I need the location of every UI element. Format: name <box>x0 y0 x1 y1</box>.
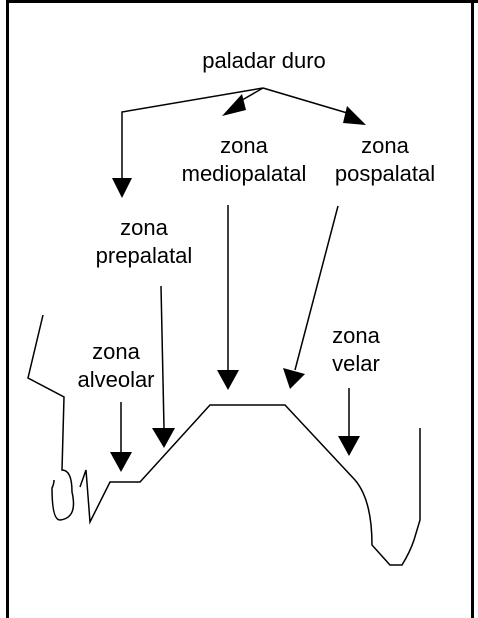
frame-left-border <box>6 0 9 618</box>
arrow-to-mediopalatal <box>222 87 264 116</box>
label-mediopalatal-line2: mediopalatal <box>181 161 307 186</box>
arrow-to-prepalatal <box>112 87 264 198</box>
frame-top-border <box>6 0 478 3</box>
label-velar-line1: zona <box>332 323 380 348</box>
arrow-to-pospalatal <box>262 87 366 125</box>
label-zona-pospalatal: zona pospalatal <box>318 132 452 188</box>
label-alveolar-line1: zona <box>92 339 140 364</box>
frame-right-border <box>471 0 474 618</box>
label-prepalatal-line2: prepalatal <box>95 243 193 268</box>
arrow-alveolar-to-palate <box>110 402 132 472</box>
label-mediopalatal-line1: zona <box>220 133 268 158</box>
label-zona-alveolar: zona alveolar <box>56 338 176 394</box>
label-paladar-duro: paladar duro <box>166 47 362 75</box>
label-alveolar-line2: alveolar <box>77 367 155 392</box>
label-zona-prepalatal: zona prepalatal <box>76 214 212 270</box>
arrow-velar-to-palate <box>338 388 360 456</box>
label-pospalatal-line2: pospalatal <box>334 161 436 186</box>
label-zona-velar: zona velar <box>308 322 404 378</box>
arrow-prepalatal-to-palate <box>152 285 175 448</box>
palate-profile-line <box>27 314 421 566</box>
label-velar-line2: velar <box>332 351 380 376</box>
label-paladar-duro-text: paladar duro <box>202 48 326 73</box>
label-pospalatal-line1: zona <box>361 133 409 158</box>
label-prepalatal-line1: zona <box>120 215 168 240</box>
label-zona-mediopalatal: zona mediopalatal <box>176 132 312 188</box>
arrow-mediopalatal-to-palate <box>217 205 239 390</box>
arrow-pospalatal-to-palate <box>283 205 339 389</box>
